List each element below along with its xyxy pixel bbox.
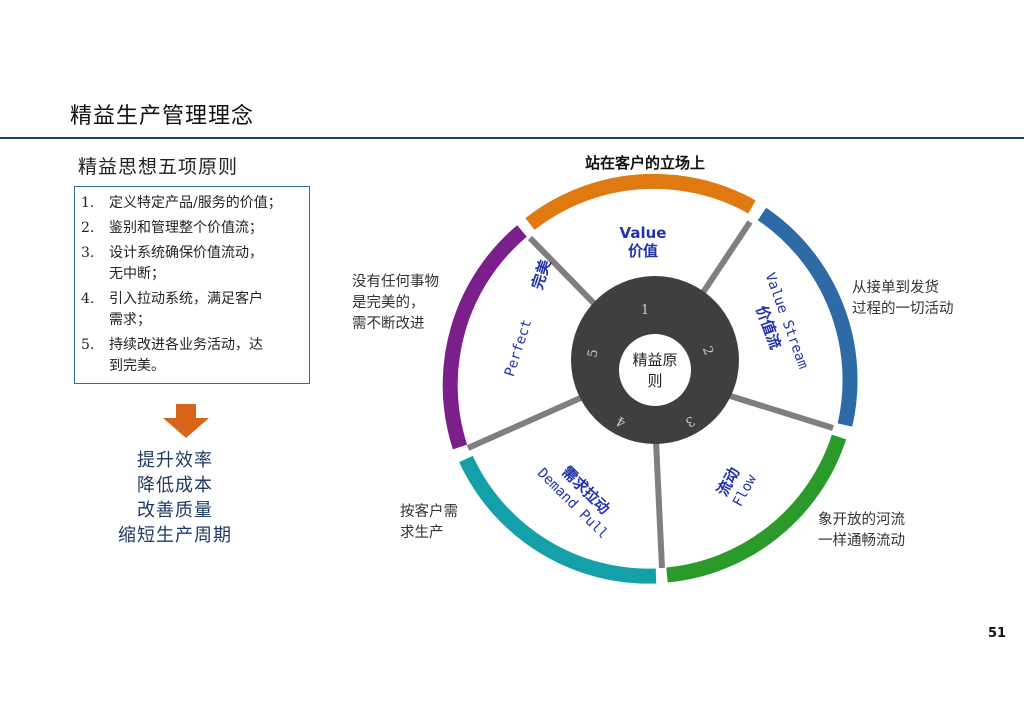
principle-item-2: 2.鉴别和管理整个价值流； — [81, 220, 263, 236]
note-value-stream: 从接单到发货 过程的一切活动 — [852, 280, 954, 317]
benefit-item: 改善质量 — [137, 500, 213, 521]
principle-item-1: 1.定义特定产品/服务的价值； — [81, 195, 282, 211]
arc-value-stream — [757, 207, 858, 427]
benefit-item: 缩短生产周期 — [118, 525, 232, 546]
hub-number-5: 5 — [585, 348, 601, 359]
note-flow: 象开放的河流 一样通畅流动 — [818, 512, 905, 549]
arc-perfect — [442, 225, 527, 450]
page-title: 精益生产管理理念 — [70, 104, 255, 129]
spoke — [652, 419, 665, 569]
segment-perfect-en: Perfect — [502, 317, 535, 378]
benefit-item: 提升效率 — [137, 450, 213, 471]
down-arrow-icon — [163, 404, 209, 438]
principle-item-5: 5.持续改进各业务活动，达 到完美。 — [81, 337, 263, 374]
segment-value-cn: 价值 — [628, 242, 658, 260]
benefits-list: 提升效率 降低成本 改善质量 缩短生产周期 — [110, 448, 240, 548]
hub-number-1: 1 — [641, 303, 649, 318]
principle-item-3: 3.设计系统确保价值流动， 无中断； — [81, 245, 263, 282]
note-perfect: 没有任何事物 是完美的， 需不断改进 — [352, 274, 439, 332]
hub-center — [619, 334, 691, 406]
spoke — [466, 389, 596, 451]
title-rule — [0, 137, 1024, 139]
center-label-line1: 精益原 — [632, 351, 677, 369]
principles-box: 1.定义特定产品/服务的价值； 2.鉴别和管理整个价值流； 3.设计系统确保价值… — [74, 186, 310, 384]
segment-value-en: Value — [620, 224, 667, 242]
center-label-line2: 则 — [647, 372, 662, 390]
principles-list: 1.定义特定产品/服务的价值； 2.鉴别和管理整个价值流； 3.设计系统确保价值… — [81, 193, 309, 377]
arc-demand-pull — [459, 455, 657, 584]
arc-flow — [666, 434, 847, 583]
arc-value — [525, 173, 756, 230]
benefit-item: 降低成本 — [137, 475, 213, 496]
note-pull: 按客户需 求生产 — [400, 504, 458, 541]
wheel-top-label: 站在客户的立场上 — [585, 154, 706, 172]
page-number: 51 — [988, 626, 1007, 641]
principle-item-4: 4.引入拉动系统，满足客户 需求； — [81, 291, 263, 328]
section-title: 精益思想五项原则 — [78, 156, 239, 178]
